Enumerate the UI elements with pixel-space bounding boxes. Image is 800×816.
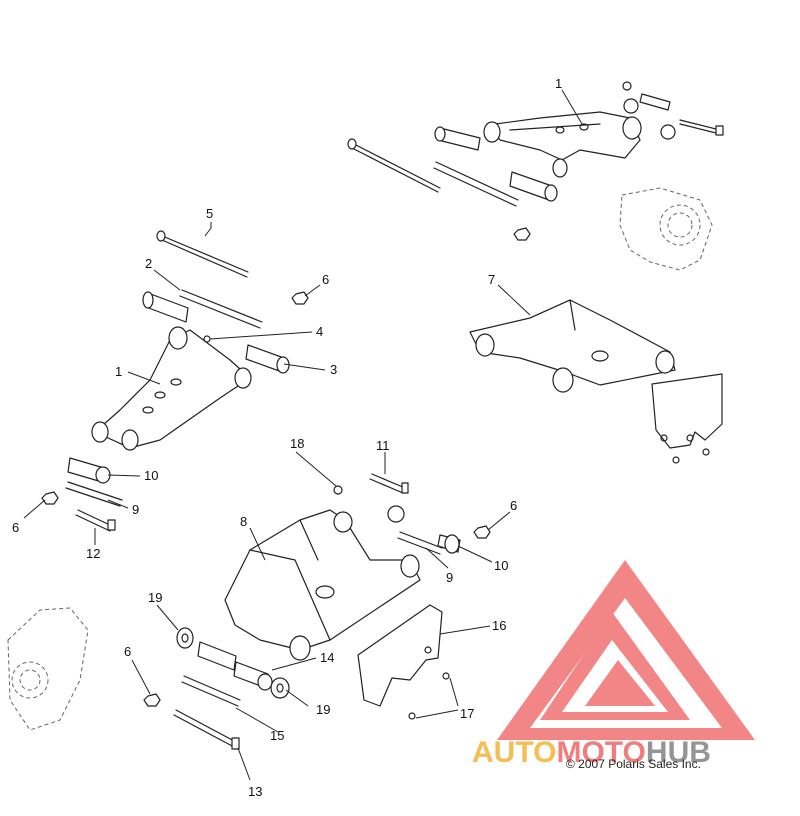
watermark-logo	[497, 560, 755, 740]
callout-10-a: 10	[144, 468, 158, 483]
bushing-14-set	[197, 641, 273, 691]
bushing-set-upper-right	[434, 81, 724, 202]
callout-19-a: 19	[148, 590, 162, 605]
callout-17: 17	[460, 706, 474, 721]
skid-plate-lower	[357, 604, 450, 720]
callout-6-a: 6	[322, 272, 329, 287]
callout-3: 3	[330, 362, 337, 377]
callout-9-b: 9	[446, 570, 453, 585]
nut-upper	[513, 227, 531, 241]
nut-6-bottom	[143, 693, 161, 707]
bushing-3	[245, 344, 290, 374]
bushing-10-right	[437, 534, 461, 554]
copyright-text: © 2007 Polaris Sales Inc.	[566, 757, 701, 771]
bolt-11	[369, 473, 409, 494]
washer-19-right	[270, 677, 290, 699]
watermark-wordmark: AUTOMOTOHUB	[472, 736, 711, 769]
watermark-word-hub: HUB	[646, 736, 711, 769]
callout-5: 5	[206, 206, 213, 221]
callout-19-b: 19	[316, 702, 330, 717]
callout-4: 4	[316, 324, 323, 339]
callout-1-upper: 1	[555, 76, 562, 91]
callout-12: 12	[86, 546, 100, 561]
svg-text:AUTOMOTOHUB: AUTOMOTOHUB	[472, 736, 711, 769]
callout-6-d: 6	[124, 644, 131, 659]
trailing-arm-lower	[224, 509, 421, 661]
leader-lines	[23, 89, 583, 781]
pivot-bolt-5	[156, 230, 249, 278]
pivot-tube-2	[179, 289, 263, 329]
callout-18: 18	[290, 436, 304, 451]
callout-10-b: 10	[494, 558, 508, 573]
watermark-word-moto: MOTO	[556, 736, 645, 769]
callout-15: 15	[270, 728, 284, 743]
callout-6-c: 6	[510, 498, 517, 513]
callout-9-a: 9	[132, 502, 139, 517]
pin-15	[181, 675, 241, 707]
skid-plate-upper	[651, 373, 723, 464]
pin-9-right	[397, 531, 443, 555]
upper-control-arm-right	[483, 111, 642, 178]
pivot-tube-upper	[433, 161, 519, 207]
pin-9-left	[65, 481, 123, 507]
nut-6-right	[473, 525, 491, 539]
callout-8: 8	[240, 514, 247, 529]
knuckle-ghost-upper	[619, 187, 713, 271]
lower-control-arm-left	[91, 326, 252, 451]
callout-6-b: 6	[12, 520, 19, 535]
callout-7: 7	[488, 272, 495, 287]
grease-fitting-18	[333, 485, 343, 495]
callout-14: 14	[320, 650, 334, 665]
washer-19-left	[176, 627, 194, 649]
pivot-bolt-long-upper	[347, 138, 441, 193]
bushing-left-upper	[142, 291, 189, 323]
watermark-triangle-core	[585, 660, 655, 706]
bolt-13	[173, 709, 240, 750]
callout-1-lower: 1	[115, 364, 122, 379]
nut-left-6	[291, 291, 309, 305]
watermark-word-auto: AUTO	[472, 736, 556, 769]
callout-13: 13	[248, 784, 262, 799]
trailing-arm-upper	[469, 299, 676, 393]
callout-labels: 1 1 2 3 4 5 6 6 6 6 7 8 9 9 10 10 11 12 …	[12, 76, 562, 799]
callout-2: 2	[145, 256, 152, 271]
knuckle-ghost-lower	[7, 607, 89, 731]
callout-16: 16	[492, 618, 506, 633]
bushing-right-mid	[387, 505, 405, 523]
bolt-12	[75, 509, 116, 532]
callout-11: 11	[376, 438, 390, 453]
nut-6-left-lower	[41, 491, 59, 505]
bushing-10-left	[67, 457, 111, 484]
